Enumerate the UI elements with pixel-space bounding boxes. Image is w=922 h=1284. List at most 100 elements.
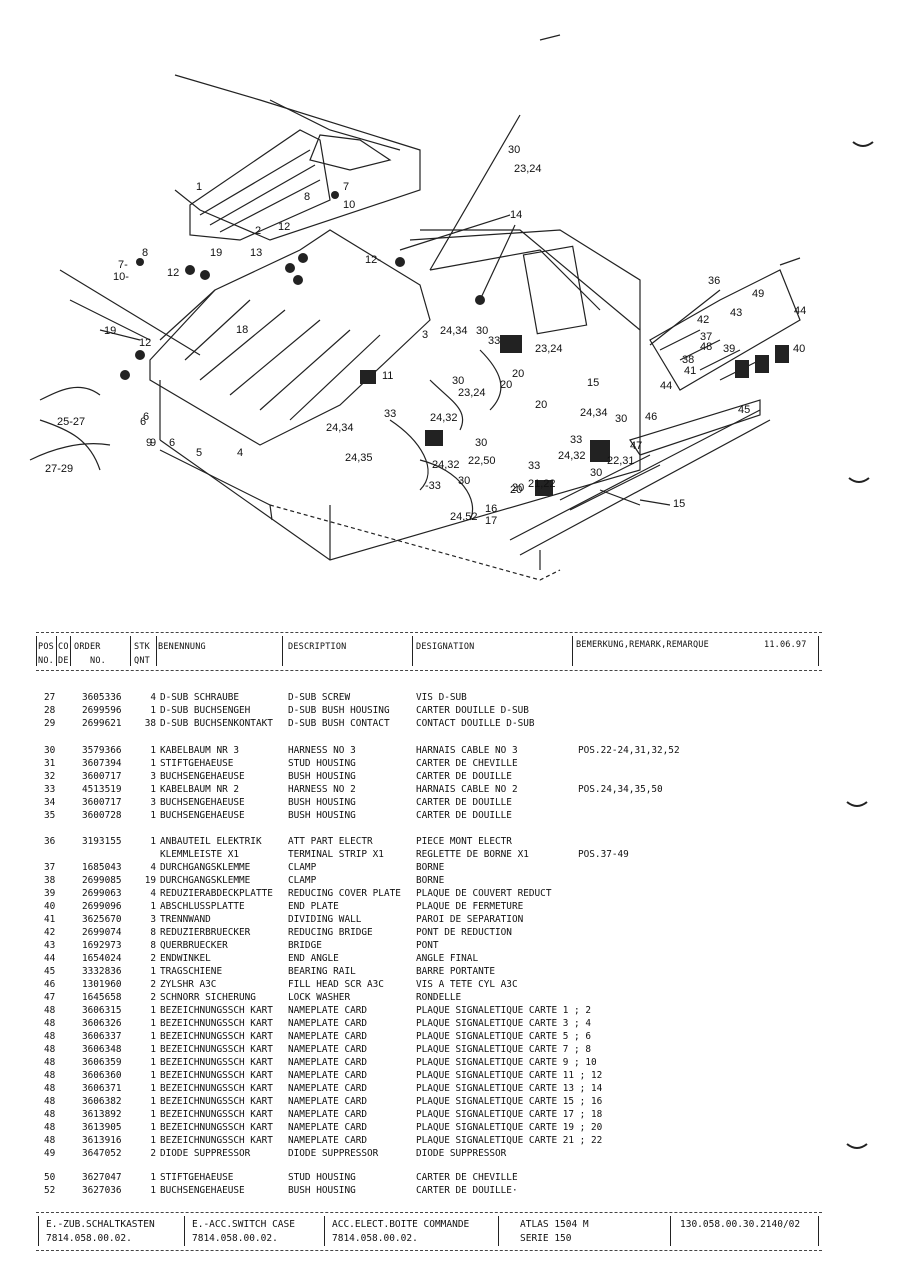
row-designation: RONDELLE [416, 992, 462, 1003]
row-pos: 50 [44, 1172, 56, 1183]
row-order-number: 3606359 [82, 1057, 122, 1068]
column-divider [572, 636, 573, 666]
row-designation: HARNAIS CABLE NO 3 [416, 745, 518, 756]
row-order-number: 2699621 [82, 718, 122, 729]
row-benennung: BEZEICHNUNGSSCH KART [160, 1135, 273, 1146]
header-pos: POS [38, 642, 54, 652]
callout-label: 15 [673, 498, 685, 510]
row-quantity: 1 [150, 810, 156, 821]
row-designation: PLAQUE SIGNALETIQUE CARTE 11 ; 12 [416, 1070, 603, 1081]
row-pos: 48 [44, 1044, 56, 1055]
row-quantity: 1 [150, 1005, 156, 1016]
row-designation: PIECE MONT ELECTR [416, 836, 512, 847]
header-qnt: QNT [134, 656, 150, 666]
row-order-number: 3613916 [82, 1135, 122, 1146]
row-pos: 34 [44, 797, 56, 808]
footer-top-rule [36, 1212, 822, 1213]
header-de: DE [58, 656, 69, 666]
row-description: NAMEPLATE CARD [288, 1031, 368, 1042]
row-benennung: D-SUB SCHRAUBE [160, 692, 240, 703]
scan-mark-icon [846, 1143, 868, 1149]
row-description: END ANGLE [288, 953, 339, 964]
callout-label: 1 [196, 181, 202, 193]
callout-label: 8 [304, 191, 310, 203]
row-order-number: 3193155 [82, 836, 122, 847]
callout-label: 20 [535, 399, 547, 411]
callout-label: 24,35 [345, 452, 373, 464]
callout-label: 30 [458, 475, 470, 487]
row-description: NAMEPLATE CARD [288, 1005, 368, 1016]
row-benennung: DURCHGANGSKLEMME [160, 862, 251, 873]
callout-label: 10 [343, 199, 355, 211]
row-order-number: 2699074 [82, 927, 122, 938]
row-order-number: 3606326 [82, 1018, 122, 1029]
row-order-number: 3606371 [82, 1083, 122, 1094]
row-designation: PLAQUE SIGNALETIQUE CARTE 15 ; 16 [416, 1096, 603, 1107]
column-divider [156, 636, 157, 666]
row-description: TERMINAL STRIP X1 [288, 849, 384, 860]
row-pos: 41 [44, 914, 56, 925]
row-order-number: 4513519 [82, 784, 122, 795]
row-quantity: 2 [150, 992, 156, 1003]
scan-mark-icon [852, 141, 874, 147]
callout-label: 44 [794, 305, 806, 317]
row-designation: CARTER DE DOUILLE [416, 797, 512, 808]
row-pos: 48 [44, 1057, 56, 1068]
row-order-number: 3647052 [82, 1148, 122, 1159]
callout-label: 13 [250, 247, 262, 259]
row-benennung: STIFTGEHAEUSE [160, 758, 234, 769]
callout-label: 12 [139, 337, 151, 349]
callout-label: 33 [488, 335, 500, 347]
row-designation: PAROI DE SEPARATION [416, 914, 524, 925]
row-quantity: 1 [150, 836, 156, 847]
callout-label: 6 [169, 437, 175, 449]
row-pos: 48 [44, 1070, 56, 1081]
row-order-number: 3600717 [82, 797, 122, 808]
footer-divider [818, 1216, 819, 1246]
row-quantity: 1 [150, 1057, 156, 1068]
row-description: NAMEPLATE CARD [288, 1070, 368, 1081]
row-designation: BARRE PORTANTE [416, 966, 496, 977]
row-description: REDUCING COVER PLATE [288, 888, 401, 899]
row-quantity: 1 [150, 1172, 156, 1183]
footer-en-title: E.-ACC.SWITCH CASE [192, 1219, 295, 1230]
row-quantity: 1 [150, 901, 156, 912]
footer-model: ATLAS 1504 M [520, 1219, 589, 1230]
row-quantity: 3 [150, 914, 156, 925]
row-pos: 33 [44, 784, 56, 795]
row-benennung: BUCHSENGEHAEUSE [160, 797, 245, 808]
row-benennung: TRAGSCHIENE [160, 966, 223, 977]
row-order-number: 3627036 [82, 1185, 122, 1196]
header-description: DESCRIPTION [288, 642, 347, 652]
row-description: HARNESS NO 2 [288, 784, 356, 795]
row-order-number: 3606360 [82, 1070, 122, 1081]
callout-label: 15 [587, 377, 599, 389]
footer-fr-number: 7814.058.00.02. [332, 1233, 418, 1244]
callout-label: 46 [645, 411, 657, 423]
callout-label: 23,24 [535, 343, 563, 355]
callout-label: 6 [140, 416, 146, 428]
row-benennung: BEZEICHNUNGSSCH KART [160, 1122, 273, 1133]
callout-label: 37 [700, 331, 712, 343]
column-divider [412, 636, 413, 666]
row-designation: ANGLE FINAL [416, 953, 479, 964]
row-remark: POS.37-49 [578, 849, 629, 860]
callout-label: 42 [697, 314, 709, 326]
row-description: D-SUB BUSH HOUSING [288, 705, 390, 716]
row-benennung: ABSCHLUSSPLATTE [160, 901, 245, 912]
callout-label: 10- [113, 271, 129, 283]
row-quantity: 1 [150, 1122, 156, 1133]
row-pos: 48 [44, 1083, 56, 1094]
callout-label: 33 [384, 408, 396, 420]
row-pos: 28 [44, 705, 56, 716]
row-quantity: 1 [150, 1018, 156, 1029]
callout-label: 45 [738, 404, 750, 416]
row-designation: PLAQUE SIGNALETIQUE CARTE 5 ; 6 [416, 1031, 591, 1042]
row-description: CLAMP [288, 875, 317, 886]
row-description: REDUCING BRIDGE [288, 927, 373, 938]
callout-label: 23,24 [514, 163, 542, 175]
row-pos: 42 [44, 927, 56, 938]
callout-label: 2 [255, 225, 261, 237]
row-designation: HARNAIS CABLE NO 2 [416, 784, 518, 795]
